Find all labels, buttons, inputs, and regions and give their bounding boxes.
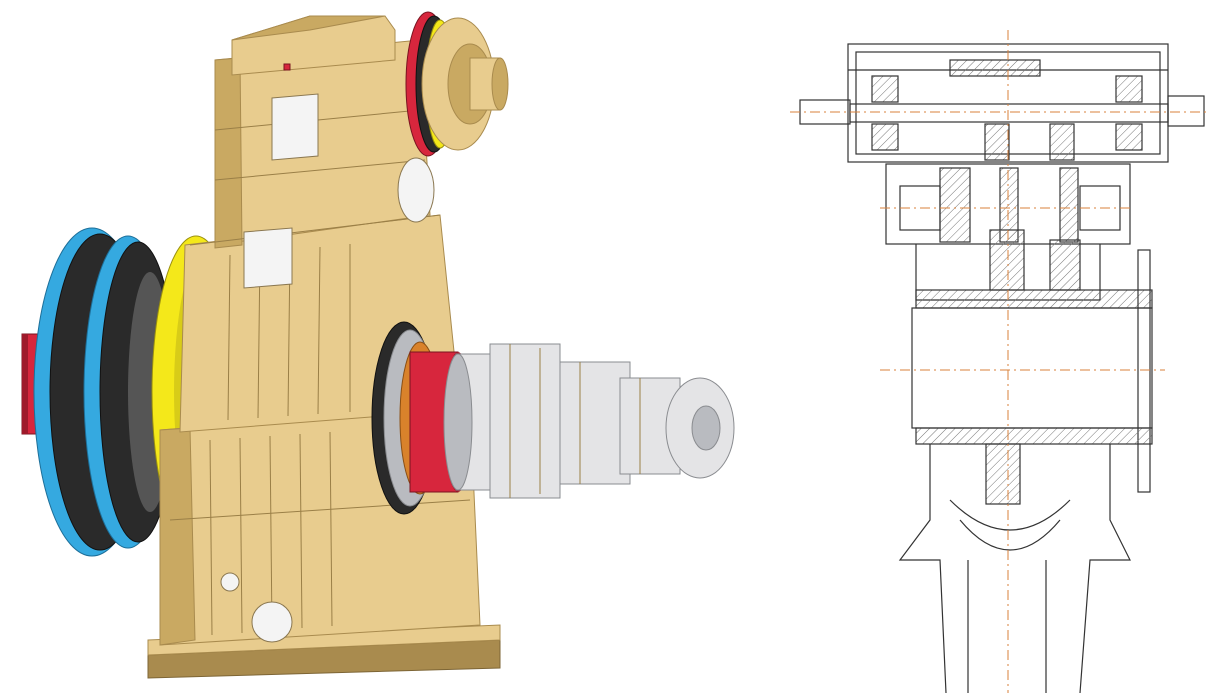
output-shaft-assembly <box>371 321 735 515</box>
section-outline <box>799 43 1205 693</box>
round-cover <box>397 157 435 223</box>
drain-hole <box>220 572 240 592</box>
inspection-cover-lower <box>243 227 293 289</box>
centerlines <box>790 30 1208 693</box>
top-pulley <box>405 11 509 157</box>
inspection-cover-upper <box>271 93 319 161</box>
gearbox-3d-render <box>21 11 735 679</box>
round-cover-base <box>251 601 293 643</box>
